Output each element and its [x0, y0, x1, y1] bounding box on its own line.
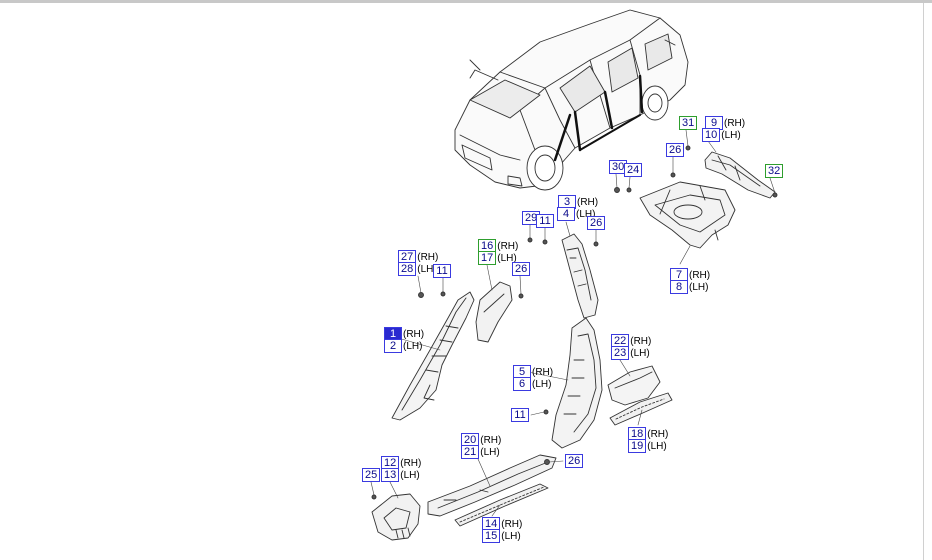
- part-upper-pillar-3-4: [561, 233, 599, 319]
- callout-c13: 13(LH): [381, 468, 420, 482]
- callout-c2: 2(LH): [384, 339, 422, 353]
- callout-c18: 18(RH): [628, 427, 668, 441]
- part-number-link[interactable]: 12: [381, 456, 400, 470]
- side-label: (RH): [417, 252, 439, 263]
- part-number-link[interactable]: 22: [611, 334, 630, 348]
- side-label: (LH): [417, 264, 437, 275]
- part-front-pillar-1-2: [391, 291, 475, 421]
- part-number-link[interactable]: 11: [536, 214, 554, 228]
- callout-c6: 6(LH): [513, 377, 551, 391]
- callout-c26d: 26: [565, 454, 584, 468]
- part-number-link[interactable]: 26: [587, 216, 606, 230]
- part-number-link[interactable]: 13: [381, 468, 400, 482]
- part-rear-scuff-18-19: [609, 392, 673, 426]
- side-label: (RH): [480, 435, 502, 446]
- vehicle-illustration: [454, 9, 689, 191]
- side-label: (RH): [577, 197, 599, 208]
- callout-c30: 30: [609, 160, 628, 174]
- side-label: (RH): [647, 429, 669, 440]
- part-number-link[interactable]: 32: [765, 164, 784, 178]
- side-label: (LH): [721, 130, 741, 141]
- part-number-link[interactable]: 21: [461, 445, 480, 459]
- side-label: (LH): [480, 447, 500, 458]
- callout-c4: 4(LH): [557, 207, 595, 221]
- callout-c32: 32: [765, 164, 784, 178]
- callout-c19: 19(LH): [628, 439, 667, 453]
- part-number-link[interactable]: 19: [628, 439, 647, 453]
- callout-c17: 17(LH): [478, 251, 517, 265]
- side-label: (RH): [501, 519, 523, 530]
- side-label: (RH): [497, 241, 519, 252]
- part-quarter-trim-7-8: [639, 181, 736, 249]
- side-label: (RH): [689, 270, 711, 281]
- callout-c10: 10(LH): [702, 128, 741, 142]
- callout-c22: 22(RH): [611, 334, 651, 348]
- scroll-divider: [923, 3, 924, 560]
- callout-c26a: 26: [666, 143, 685, 157]
- callout-c24: 24: [624, 163, 643, 177]
- part-number-link[interactable]: 26: [565, 454, 584, 468]
- side-label: (LH): [576, 209, 596, 220]
- side-label: (LH): [497, 253, 517, 264]
- window-top-border: [0, 0, 932, 3]
- callout-c29: 29: [522, 211, 541, 225]
- part-center-pillar-5-6: [551, 317, 603, 449]
- callout-c11a: 11: [536, 214, 554, 228]
- side-label: (RH): [400, 458, 422, 469]
- side-label: (LH): [501, 531, 521, 542]
- callout-c15: 15(LH): [482, 529, 521, 543]
- part-number-link[interactable]: 17: [478, 251, 497, 265]
- callout-c21: 21(LH): [461, 445, 500, 459]
- callout-c25: 25: [362, 468, 381, 482]
- part-kick-panel-12-13: [371, 493, 421, 541]
- part-trim-strip-16-17: [475, 281, 513, 343]
- callout-c31: 31: [679, 116, 698, 130]
- part-number-link[interactable]: 4: [557, 207, 575, 221]
- part-front-scuff-20-21: [427, 454, 557, 517]
- side-label: (LH): [689, 282, 709, 293]
- side-label: (RH): [630, 336, 652, 347]
- callout-c23: 23(LH): [611, 346, 650, 360]
- part-number-link[interactable]: 26: [512, 262, 531, 276]
- part-number-link[interactable]: 15: [482, 529, 501, 543]
- side-label: (LH): [403, 341, 423, 352]
- side-label: (LH): [400, 470, 420, 481]
- side-label: (LH): [630, 348, 650, 359]
- part-number-link[interactable]: 25: [362, 468, 381, 482]
- part-step-cover-22-23: [607, 365, 661, 406]
- callout-c8: 8(LH): [670, 280, 708, 294]
- part-number-link[interactable]: 11: [511, 408, 529, 422]
- part-number-link[interactable]: 31: [679, 116, 698, 130]
- part-number-link[interactable]: 8: [670, 280, 688, 294]
- part-number-link[interactable]: 30: [609, 160, 628, 174]
- part-number-link[interactable]: 26: [666, 143, 685, 157]
- side-label: (RH): [724, 118, 746, 129]
- part-number-link[interactable]: 20: [461, 433, 480, 447]
- part-number-link[interactable]: 11: [433, 264, 451, 278]
- callout-c20: 20(RH): [461, 433, 501, 447]
- callout-c11b: 11: [433, 264, 451, 278]
- part-number-link[interactable]: 6: [513, 377, 531, 391]
- part-number-link[interactable]: 18: [628, 427, 647, 441]
- part-number-link[interactable]: 29: [522, 211, 541, 225]
- callout-c26c: 26: [512, 262, 531, 276]
- side-label: (RH): [532, 367, 554, 378]
- part-number-link[interactable]: 2: [384, 339, 402, 353]
- callout-c11c: 11: [511, 408, 529, 422]
- side-label: (LH): [647, 441, 667, 452]
- callout-c12: 12(RH): [381, 456, 421, 470]
- callout-c26b: 26: [587, 216, 606, 230]
- part-number-link[interactable]: 10: [702, 128, 721, 142]
- part-upper-trim-9-10: [704, 151, 776, 199]
- callout-c28: 28(LH): [398, 262, 437, 276]
- part-number-link[interactable]: 23: [611, 346, 630, 360]
- side-label: (RH): [403, 329, 425, 340]
- part-front-scuff-14-15: [454, 483, 549, 527]
- side-label: (LH): [532, 379, 552, 390]
- part-number-link[interactable]: 24: [624, 163, 643, 177]
- part-number-link[interactable]: 28: [398, 262, 417, 276]
